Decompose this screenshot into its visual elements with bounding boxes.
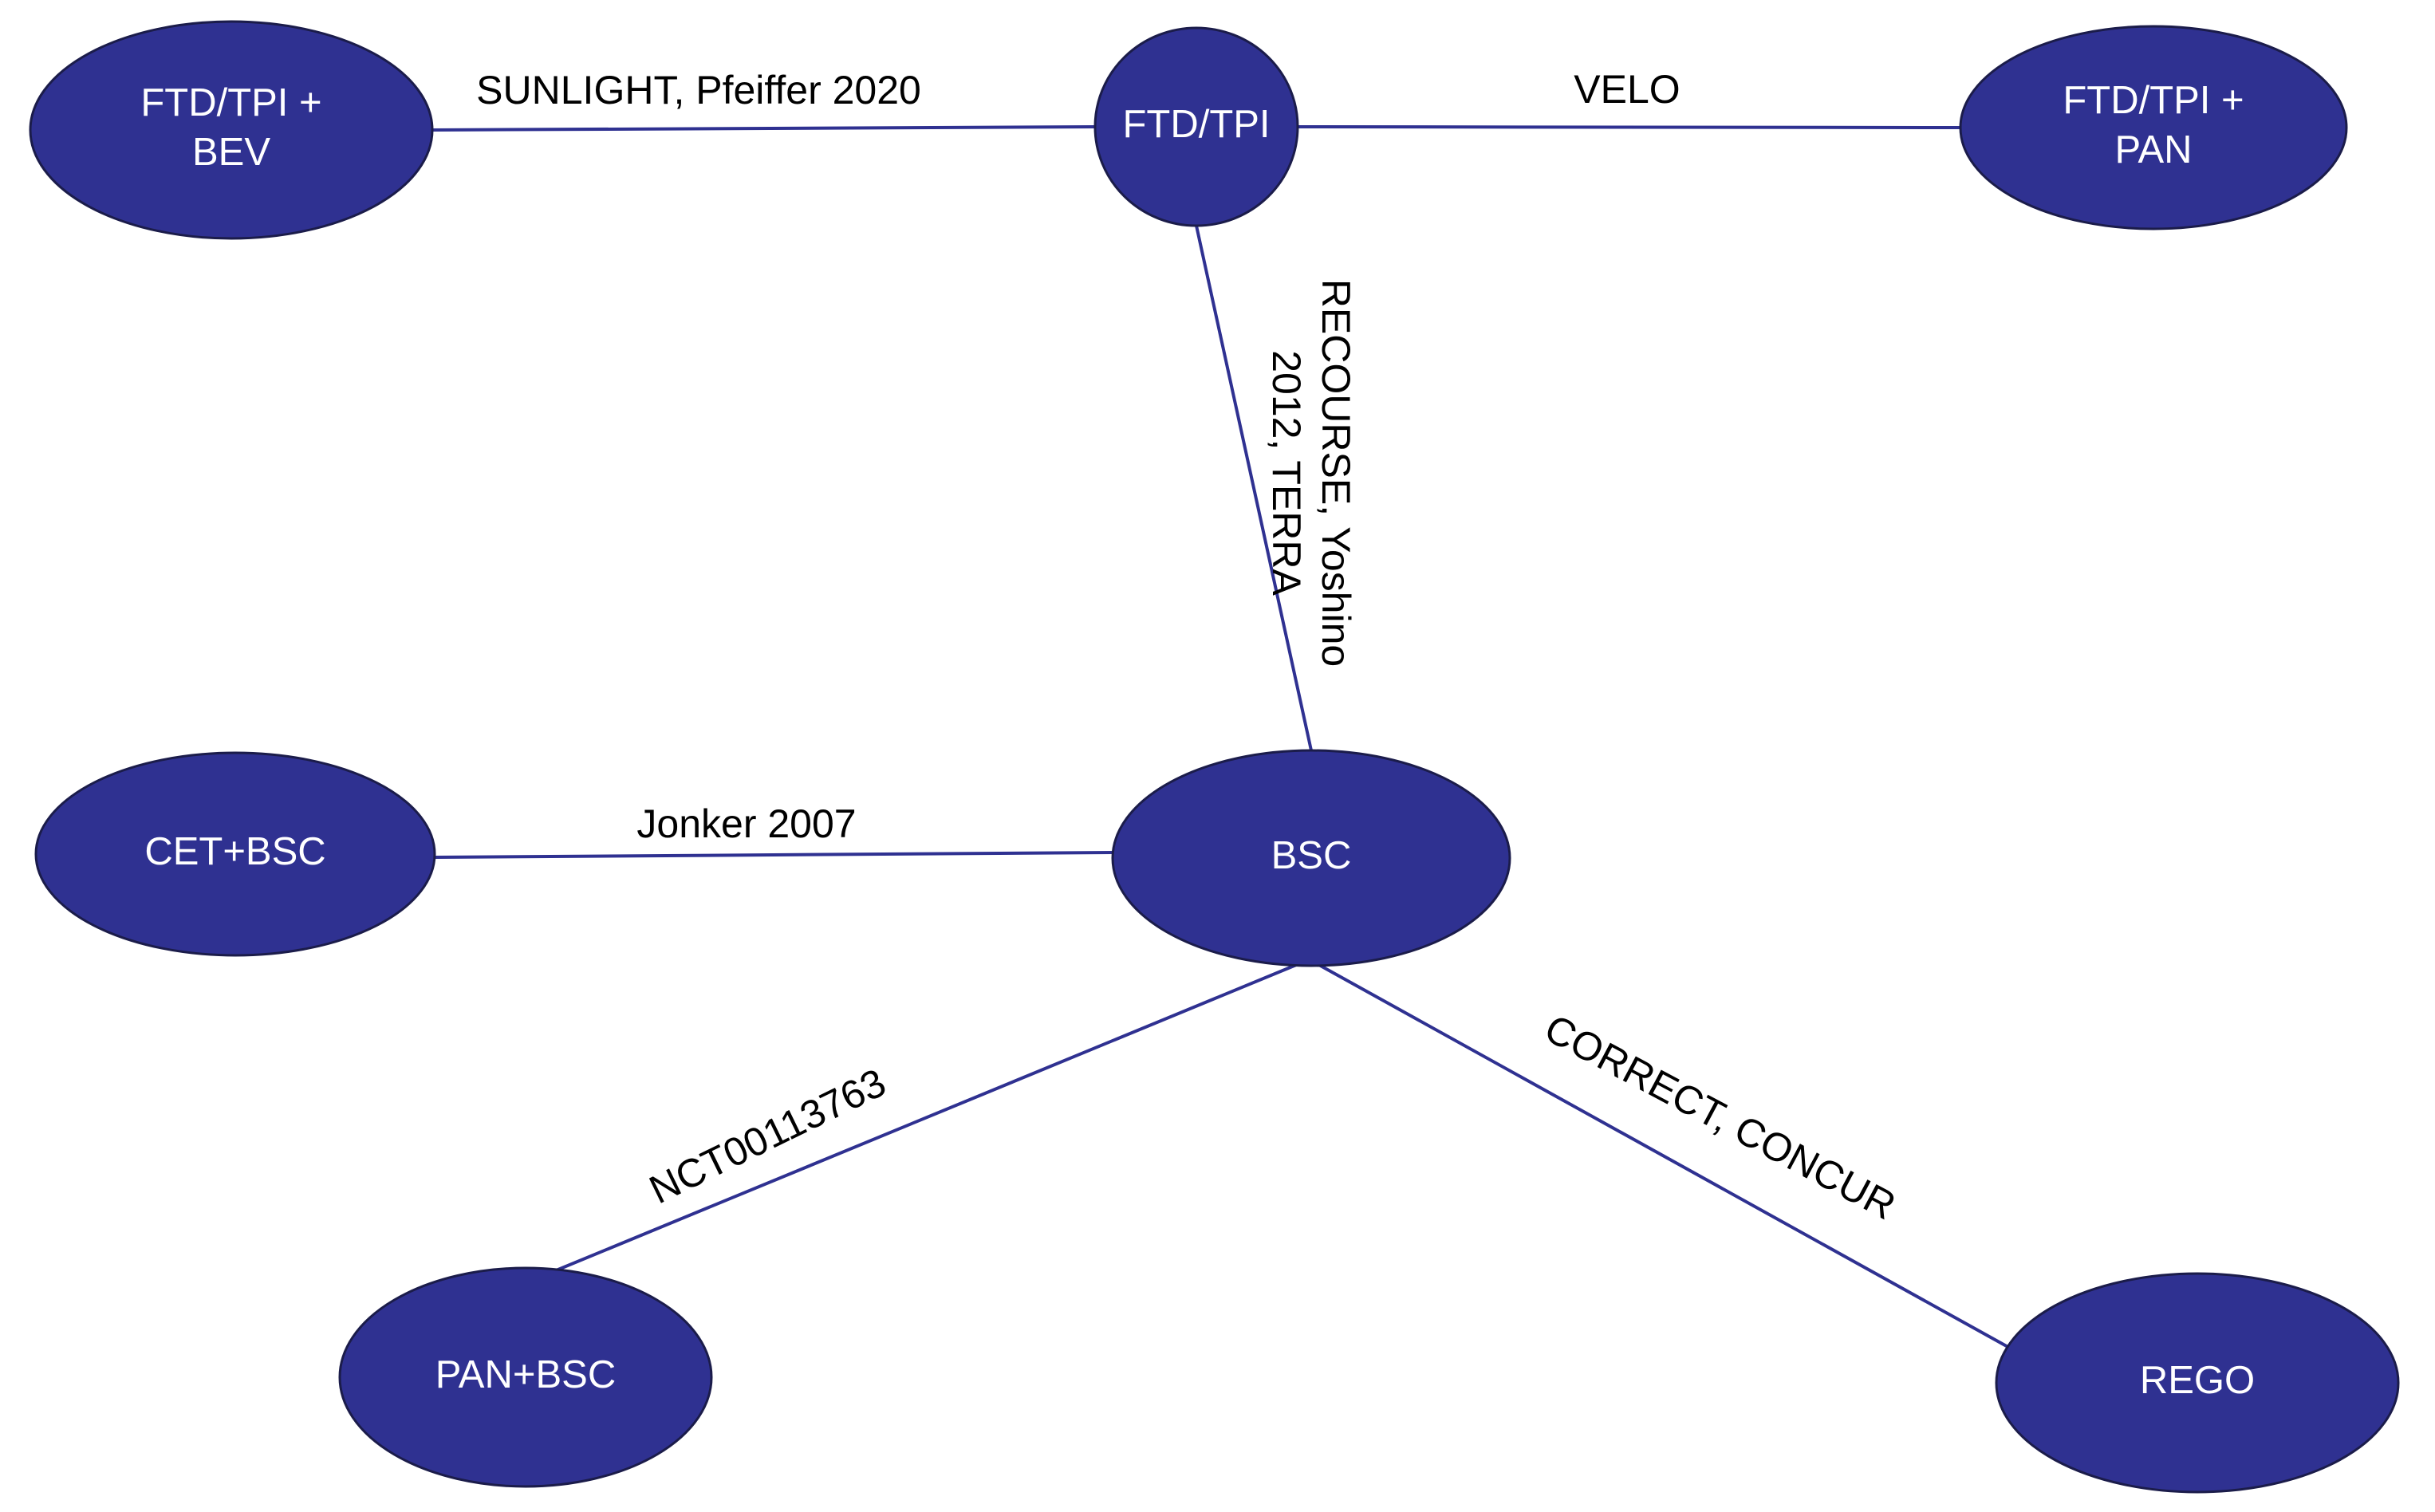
edge-label-edge_bev_ftdtpi: SUNLIGHT, Pfeiffer 2020 (476, 68, 921, 112)
edge-line-edge_cetbsc_bsc[interactable] (434, 851, 1115, 859)
node-pan_bsc[interactable]: PAN+BSC (338, 1266, 713, 1488)
node-ftd_tpi[interactable]: FTD/TPI (1093, 26, 1299, 227)
edge-label-edge_cetbsc_bsc: Jonker 2007 (636, 801, 856, 846)
node-ellipse-cet_bsc[interactable] (34, 751, 436, 957)
node-ellipse-ftd_tpi[interactable] (1093, 26, 1299, 227)
node-bsc[interactable]: BSC (1111, 749, 1511, 967)
node-ellipse-ftd_tpi_pan[interactable] (1959, 25, 2348, 230)
node-rego[interactable]: REGO (1995, 1272, 2400, 1494)
edge-line-edge_bev_ftdtpi[interactable] (431, 125, 1097, 132)
edge-label-text-edge_bsc_panbsc: NCT00113763 (643, 1060, 893, 1212)
node-ellipse-bsc[interactable] (1111, 749, 1511, 967)
edge-line-edge_ftdtpi_bsc[interactable] (1195, 225, 1313, 751)
node-ellipse-ftd_tpi_bev[interactable] (29, 20, 434, 240)
edge-label-text-edge_bev_ftdtpi: SUNLIGHT, Pfeiffer 2020 (476, 68, 921, 112)
edge-label-text-edge_ftdtpi_pan: VELO (1574, 67, 1680, 112)
edge-line-edge_bsc_panbsc[interactable] (550, 962, 1301, 1274)
edge-label-edge_ftdtpi_pan: VELO (1574, 67, 1680, 112)
edge-label-text2-edge_ftdtpi_bsc: 2012, TERRA (1264, 350, 1309, 596)
node-ftd_tpi_pan[interactable]: FTD/TPI +PAN (1959, 25, 2348, 230)
node-ellipse-rego[interactable] (1995, 1272, 2400, 1494)
node-ftd_tpi_bev[interactable]: FTD/TPI +BEV (29, 20, 434, 240)
edge-label-text-edge_cetbsc_bsc: Jonker 2007 (636, 801, 856, 846)
edge-label-edge_bsc_panbsc: NCT00113763 (643, 1060, 893, 1212)
edge-line-edge_bsc_rego[interactable] (1317, 963, 2013, 1351)
node-ellipse-pan_bsc[interactable] (338, 1266, 713, 1488)
edge-label-text-edge_ftdtpi_bsc: RECOURSE, Yoshino (1314, 279, 1358, 667)
nodes-layer: FTD/TPI +BEV FTD/TPI FTD/TPI +PAN CET+BSC BS… (29, 20, 2400, 1494)
edges-layer (431, 125, 2013, 1351)
node-cet_bsc[interactable]: CET+BSC (34, 751, 436, 957)
edge-labels-layer: SUNLIGHT, Pfeiffer 2020 VELO RECOURSE, Yos… (476, 67, 1903, 1228)
edge-line-edge_ftdtpi_pan[interactable] (1297, 125, 1961, 129)
